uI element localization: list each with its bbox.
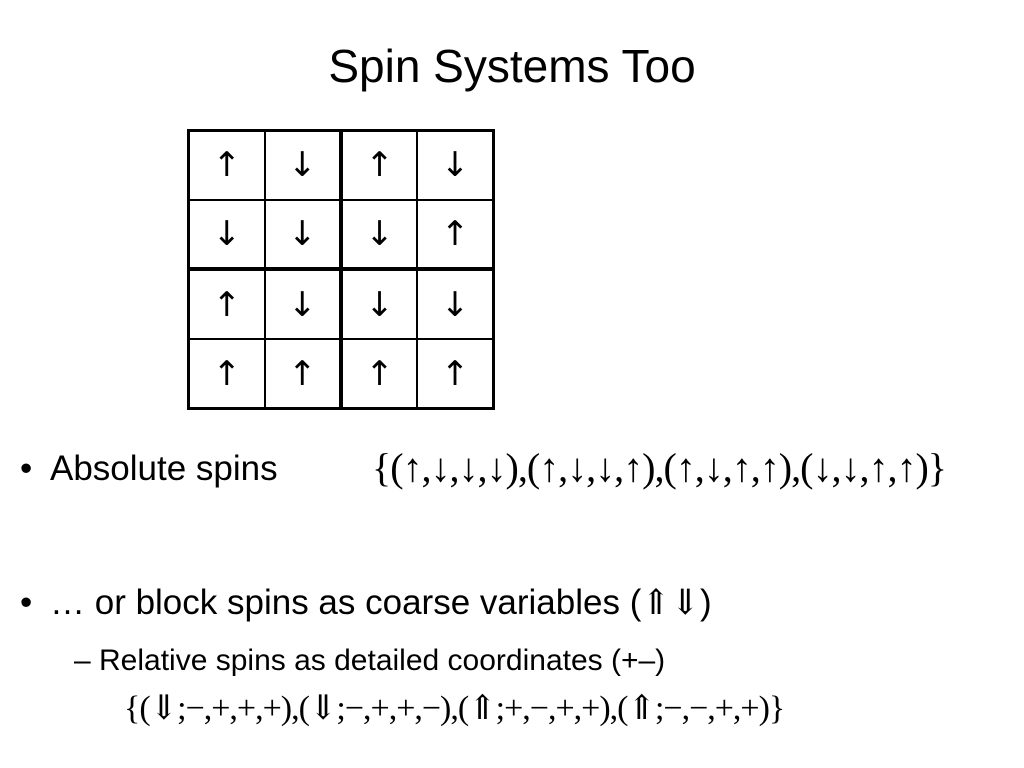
spin-cell: ↓ xyxy=(263,128,344,201)
spin-table: ↑ ↓ ↑ ↓ ↓ ↓ ↓ ↑ ↑ ↓ ↓ ↓ ↑ ↑ ↑ ↑ xyxy=(186,128,496,411)
bullet-absolute-spins: • Absolute spins xyxy=(20,448,278,490)
bullet-marker: • xyxy=(20,449,33,488)
block-spin-symbols: ⇑⇓ xyxy=(641,583,700,622)
spin-cell: ↓ xyxy=(416,268,496,341)
spin-cell: ↑ xyxy=(339,128,419,201)
bullet-block-spins: • … or block spins as coarse variables (⇑… xyxy=(20,582,712,624)
bullet-text: … or block spins as coarse variables ( xyxy=(50,583,642,622)
absolute-spins-formula: {(↑,↓,↓,↓),(↑,↓,↓,↑),(↑,↓,↑,↑),(↓,↓,↑,↑)… xyxy=(372,445,947,490)
sub-bullet-relative-spins: – Relative spins as detailed coordinates… xyxy=(74,644,666,677)
spin-cell: ↑ xyxy=(186,268,266,341)
spin-cell: ↑ xyxy=(186,338,266,411)
slide-title: Spin Systems Too xyxy=(328,40,696,92)
relative-spins-formula: {(⇓;−,+,+,+),(⇓;−,+,+,−),(⇑;+,−,+,+),(⇑;… xyxy=(124,690,785,727)
spin-grid: ↑ ↓ ↑ ↓ ↓ ↓ ↓ ↑ ↑ ↓ ↓ ↓ ↑ ↑ ↑ ↑ xyxy=(186,128,496,411)
spin-cell: ↓ xyxy=(263,198,344,272)
spin-cell: ↓ xyxy=(339,268,419,341)
spin-cell: ↑ xyxy=(339,338,419,411)
spin-cell: ↓ xyxy=(186,198,266,272)
spin-cell: ↓ xyxy=(416,128,496,201)
spin-cell: ↑ xyxy=(263,338,344,411)
spin-cell: ↑ xyxy=(186,128,266,201)
spin-cell: ↑ xyxy=(416,338,496,411)
bullet-marker: • xyxy=(20,583,33,622)
spin-cell: ↓ xyxy=(339,198,419,272)
bullet-text: Absolute spins xyxy=(50,449,278,488)
spin-cell: ↓ xyxy=(263,268,344,341)
bullet-close-paren: ) xyxy=(700,583,712,622)
spin-cell: ↑ xyxy=(416,198,496,272)
